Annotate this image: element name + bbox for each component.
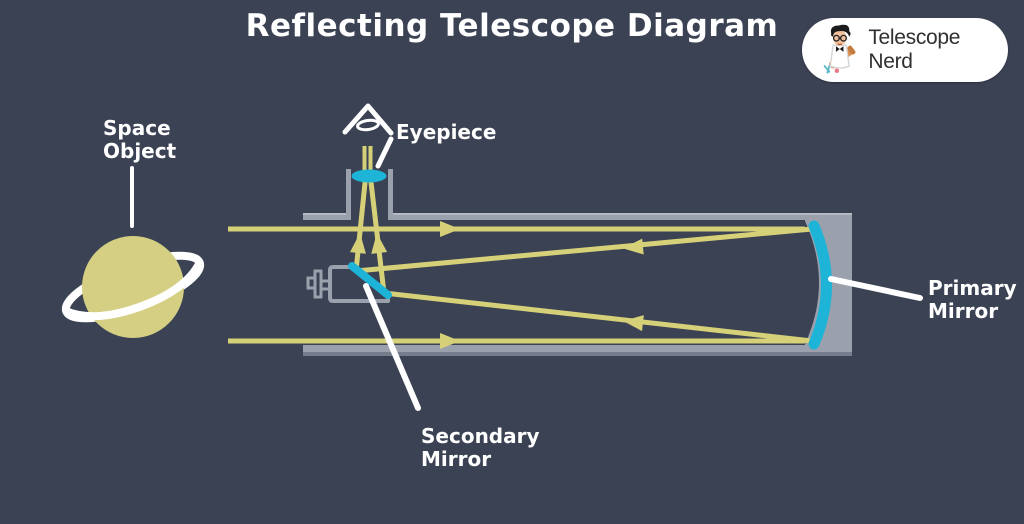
logo-smile: [837, 43, 842, 46]
eye-brow: [342, 103, 394, 136]
secondary-to-lens-ray-left: [353, 177, 368, 272]
page-title: Reflecting Telescope Diagram: [245, 8, 779, 44]
arrow-up-left: [350, 233, 366, 254]
planet-body: [82, 236, 184, 338]
primary-mirror-pointer: [828, 276, 923, 301]
tube-top-wall-right: [393, 213, 852, 220]
planet-ring-front: [62, 258, 204, 321]
logo-pink-detail: [834, 68, 840, 74]
logo-hair: [830, 24, 851, 37]
logo-glasses: [832, 34, 847, 42]
eye-icon: [342, 103, 394, 136]
eyepiece-lens: [351, 169, 387, 183]
reflected-ray-bottom: [383, 290, 813, 344]
reflected-rays: [353, 177, 813, 344]
tube-top-wall-left: [303, 213, 346, 220]
arrow-up-right: [371, 233, 388, 254]
secondary-mirror-assembly: [306, 262, 392, 303]
secondary-mirror: [348, 262, 392, 299]
label-eyepiece: Eyepiece: [396, 120, 497, 144]
arrow-reflected-bottom: [623, 315, 644, 332]
pointer-lines: [130, 136, 923, 411]
arrow-reflected-top: [623, 238, 644, 255]
primary-mirror: [808, 220, 832, 350]
tube-bottom-wall: [303, 345, 852, 352]
telescope-nerd-logo[interactable]: Telescope Nerd: [802, 18, 1008, 82]
logo-bowtie: [835, 46, 844, 52]
logo-shirt: [829, 44, 850, 69]
eyepiece-pointer: [375, 136, 394, 169]
arrow-incoming-bottom: [440, 333, 460, 349]
eyepiece-tube-wall-left: [346, 169, 351, 220]
ray-arrows: [350, 221, 644, 349]
logo-text: Telescope Nerd: [868, 26, 961, 73]
incoming-rays: [228, 226, 812, 344]
eye-ball: [356, 118, 380, 132]
label-secondary-mirror: Secondary Mirror: [421, 424, 540, 471]
tube-bottom-shadow: [303, 352, 852, 356]
logo-teal-accents: [823, 65, 831, 74]
logo-character-icon: [823, 24, 856, 74]
eyepiece-tube-wall-right: [388, 169, 393, 220]
secondary-mirror-pointer: [363, 283, 421, 411]
reflected-ray-top: [355, 226, 813, 274]
planet-icon: [61, 236, 205, 338]
arrow-incoming-top: [440, 221, 460, 237]
secondary-housing: [328, 265, 390, 303]
tube-top-highlight-right: [393, 213, 852, 215]
label-primary-mirror: Primary Mirror: [928, 276, 1017, 323]
tube-end-inner-shadow: [805, 221, 819, 344]
label-space-object: Space Object: [103, 116, 177, 163]
tube-top-highlight-left: [303, 213, 346, 215]
